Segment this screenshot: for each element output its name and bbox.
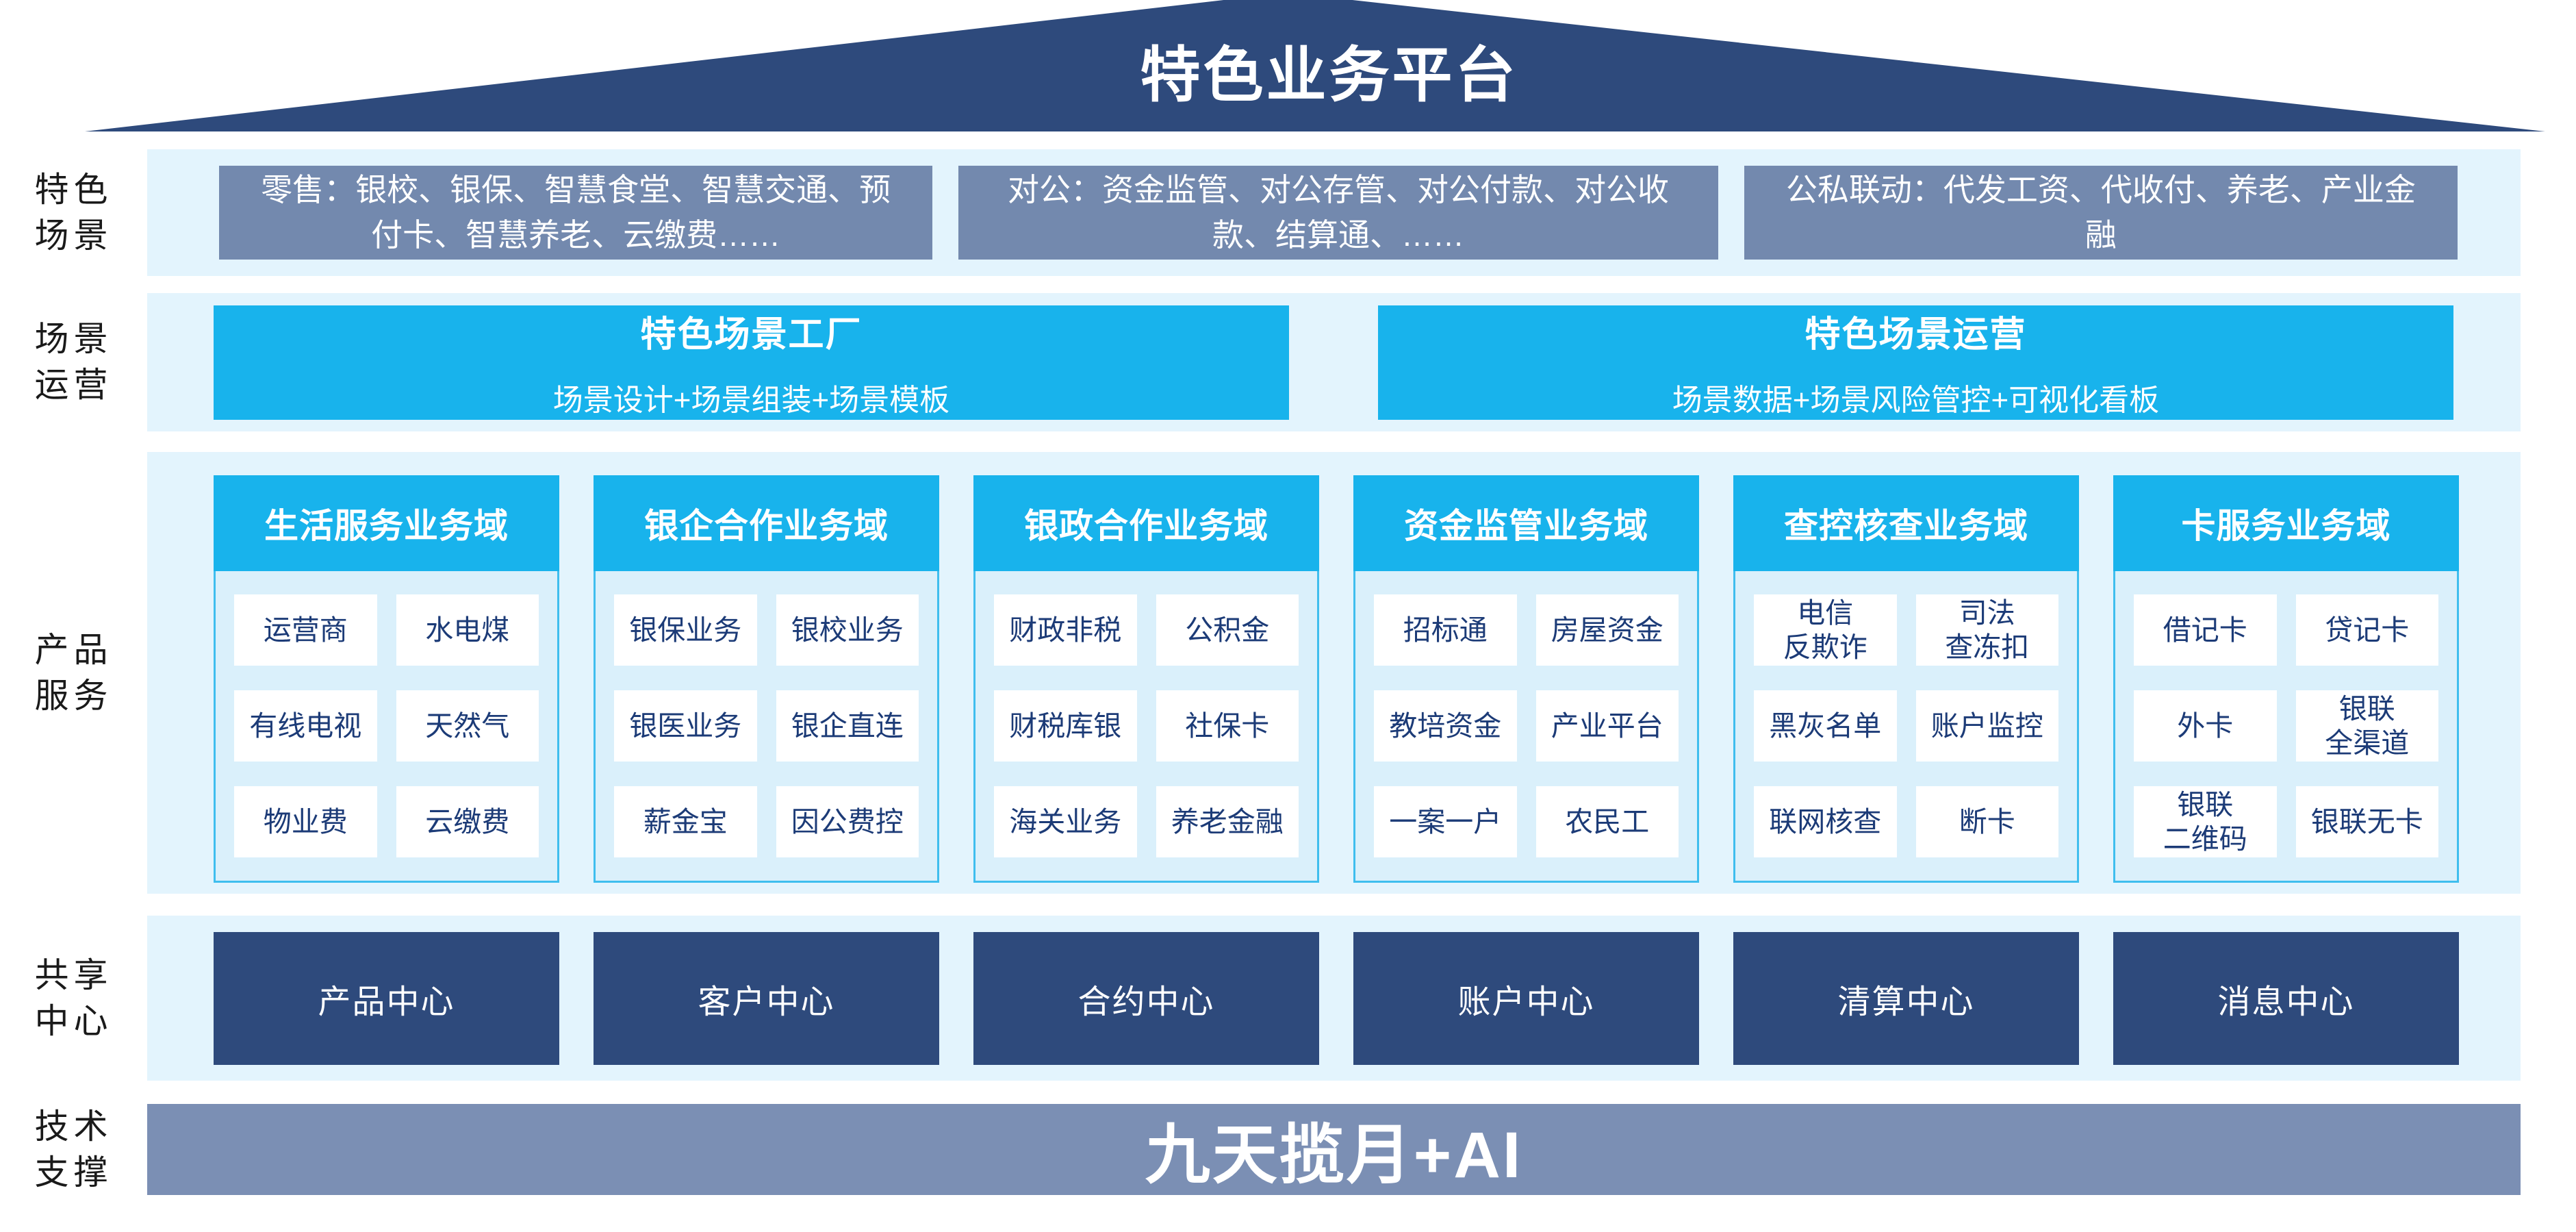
product-item: 天然气 bbox=[396, 690, 539, 762]
product-item: 黑灰名单 bbox=[1754, 690, 1897, 762]
scene-operation-title: 特色场景运营 bbox=[1805, 315, 2027, 355]
domain-panel: 电信 反欺诈 司法 查冻扣 黑灰名单 账户监控 联网核查 断卡 bbox=[1733, 571, 2079, 883]
domain-fund-supervision: 资金监管业务域 招标通 房屋资金 教培资金 产业平台 一案一户 农民工 bbox=[1353, 475, 1699, 883]
product-item: 借记卡 bbox=[2134, 594, 2277, 666]
domain-header: 查控核查业务域 bbox=[1733, 475, 2079, 571]
row-label-operation: 场景 运营 bbox=[34, 320, 113, 404]
scene-factory-title: 特色场景工厂 bbox=[640, 315, 863, 355]
product-item: 运营商 bbox=[234, 594, 377, 666]
domain-panel: 招标通 房屋资金 教培资金 产业平台 一案一户 农民工 bbox=[1353, 571, 1699, 883]
domain-header: 银政合作业务域 bbox=[973, 475, 1319, 571]
row-label-products: 产品 服务 bbox=[34, 630, 113, 715]
domain-header: 卡服务业务域 bbox=[2113, 475, 2459, 571]
center-message: 消息中心 bbox=[2113, 931, 2459, 1065]
centers-band: 产品中心 客户中心 合约中心 账户中心 清算中心 消息中心 bbox=[147, 916, 2521, 1081]
product-item: 银校业务 bbox=[776, 594, 919, 666]
product-item: 贷记卡 bbox=[2295, 594, 2438, 666]
product-item: 银保业务 bbox=[614, 594, 757, 666]
domain-panel: 借记卡 贷记卡 外卡 银联 全渠道 银联 二维码 银联无卡 bbox=[2113, 571, 2459, 883]
platform-title: 特色业务平台 bbox=[1140, 41, 1518, 109]
center-contract: 合约中心 bbox=[973, 931, 1319, 1065]
product-item: 外卡 bbox=[2134, 690, 2277, 762]
row-label-tech: 技术 支撑 bbox=[34, 1107, 113, 1192]
product-item: 社保卡 bbox=[1156, 690, 1299, 762]
product-item: 联网核查 bbox=[1754, 786, 1897, 857]
scene-box-corporate: 对公：资金监管、对公存管、对公付款、对公收款、结算通、…… bbox=[958, 166, 1718, 260]
product-item: 房屋资金 bbox=[1535, 594, 1679, 666]
platform-roof: 特色业务平台 bbox=[85, 0, 2545, 131]
domain-card-services: 卡服务业务域 借记卡 贷记卡 外卡 银联 全渠道 银联 二维码 银联无卡 bbox=[2113, 475, 2459, 883]
center-product: 产品中心 bbox=[214, 931, 559, 1065]
product-item: 银联无卡 bbox=[2295, 786, 2438, 857]
product-item: 薪金宝 bbox=[614, 786, 757, 857]
product-item: 教培资金 bbox=[1374, 690, 1517, 762]
scene-factory-box: 特色场景工厂 场景设计+场景组装+场景模板 bbox=[214, 305, 1289, 420]
product-item: 因公费控 bbox=[776, 786, 919, 857]
scene-box-retail: 零售：银校、银保、智慧食堂、智慧交通、预付卡、智慧养老、云缴费…… bbox=[219, 166, 933, 260]
domain-panel: 运营商 水电煤 有线电视 天然气 物业费 云缴费 bbox=[214, 571, 559, 883]
product-item: 有线电视 bbox=[234, 690, 377, 762]
domain-panel: 银保业务 银校业务 银医业务 银企直连 薪金宝 因公费控 bbox=[594, 571, 939, 883]
product-item: 账户监控 bbox=[1915, 690, 2058, 762]
operation-band: 特色场景工厂 场景设计+场景组装+场景模板 特色场景运营 场景数据+场景风险管控… bbox=[147, 293, 2521, 431]
product-item: 公积金 bbox=[1156, 594, 1299, 666]
product-item: 一案一户 bbox=[1374, 786, 1517, 857]
product-item: 银企直连 bbox=[776, 690, 919, 762]
product-item: 产业平台 bbox=[1535, 690, 1679, 762]
domain-bank-enterprise: 银企合作业务域 银保业务 银校业务 银医业务 银企直连 薪金宝 因公费控 bbox=[594, 475, 939, 883]
product-item: 农民工 bbox=[1535, 786, 1679, 857]
product-item: 断卡 bbox=[1915, 786, 2058, 857]
product-item: 招标通 bbox=[1374, 594, 1517, 666]
domain-header: 资金监管业务域 bbox=[1353, 475, 1699, 571]
products-band: 生活服务业务域 运营商 水电煤 有线电视 天然气 物业费 云缴费 银企合作业务域… bbox=[147, 452, 2521, 894]
scene-operation-subtitle: 场景数据+场景风险管控+可视化看板 bbox=[1672, 384, 2160, 417]
product-item: 海关业务 bbox=[994, 786, 1137, 857]
center-account: 账户中心 bbox=[1353, 931, 1699, 1065]
domain-bank-government: 银政合作业务域 财政非税 公积金 财税库银 社保卡 海关业务 养老金融 bbox=[973, 475, 1319, 883]
row-label-centers: 共享 中心 bbox=[34, 955, 113, 1040]
product-item: 养老金融 bbox=[1156, 786, 1299, 857]
product-item: 电信 反欺诈 bbox=[1754, 594, 1897, 666]
product-item: 银联 二维码 bbox=[2134, 786, 2277, 857]
product-item: 财税库银 bbox=[994, 690, 1137, 762]
center-clearing: 清算中心 bbox=[1733, 931, 2079, 1065]
product-item: 云缴费 bbox=[396, 786, 539, 857]
product-item: 司法 查冻扣 bbox=[1915, 594, 2058, 666]
scene-box-linkage: 公私联动：代发工资、代收付、养老、产业金融 bbox=[1744, 166, 2458, 260]
product-item: 财政非税 bbox=[994, 594, 1137, 666]
scene-operation-box: 特色场景运营 场景数据+场景风险管控+可视化看板 bbox=[1378, 305, 2453, 420]
product-item: 水电煤 bbox=[396, 594, 539, 666]
product-item: 物业费 bbox=[234, 786, 377, 857]
row-label-scene: 特色 场景 bbox=[34, 170, 113, 255]
domain-header: 生活服务业务域 bbox=[214, 475, 559, 571]
tech-support-bar: 九天揽月+AI bbox=[147, 1104, 2521, 1195]
scene-factory-subtitle: 场景设计+场景组装+场景模板 bbox=[552, 384, 950, 417]
product-item: 银医业务 bbox=[614, 690, 757, 762]
domain-inquiry-control: 查控核查业务域 电信 反欺诈 司法 查冻扣 黑灰名单 账户监控 联网核查 断卡 bbox=[1733, 475, 2079, 883]
center-customer: 客户中心 bbox=[594, 931, 939, 1065]
product-item: 银联 全渠道 bbox=[2295, 690, 2438, 762]
domain-life-services: 生活服务业务域 运营商 水电煤 有线电视 天然气 物业费 云缴费 bbox=[214, 475, 559, 883]
scene-band: 零售：银校、银保、智慧食堂、智慧交通、预付卡、智慧养老、云缴费…… 对公：资金监… bbox=[147, 149, 2521, 276]
domain-panel: 财政非税 公积金 财税库银 社保卡 海关业务 养老金融 bbox=[973, 571, 1319, 883]
domain-header: 银企合作业务域 bbox=[594, 475, 939, 571]
